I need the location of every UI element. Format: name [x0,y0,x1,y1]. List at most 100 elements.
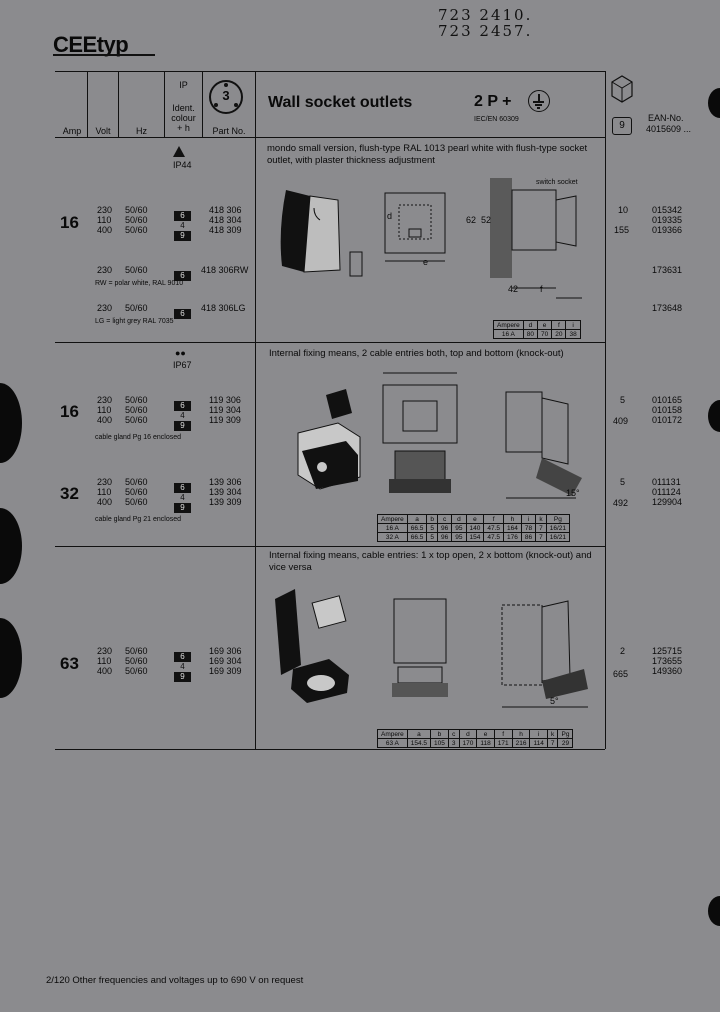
s1-rw-ean: 173631 [652,265,683,275]
s3-r1-part: 169 306 [209,646,242,656]
dim-cell: 66.5 [406,532,428,542]
s1-front-drawing [384,192,446,262]
dim-head: Pg [557,729,574,739]
dim-cell: 7 [535,523,547,533]
footer-note: 2/120 Other frequencies and voltages up … [46,975,304,986]
s1-rw-part: 418 306RW [201,265,249,275]
s1-dim-52: 52 [481,215,492,225]
s2-dimension-table: Ampere a b c d e f h i k Pg 16 A 66.5 5 … [377,514,571,542]
dim-cell: 16 A [377,523,408,533]
s2g2-r2-volt: 110 [97,487,112,497]
handwritten-note-2: 723 2457. [438,22,533,40]
s1-row2-colour: 4 [180,221,185,230]
s1-dim-f: f [540,284,543,294]
s3-product-photo [275,589,349,703]
drawing-column-divider [255,71,256,749]
s1-row3-part: 418 309 [209,225,242,235]
s2g1-r1-pack: 5 [620,395,626,405]
header-amp: Amp [62,126,82,136]
s2g2-r3-colour: 9 [174,503,191,513]
s2g2-r2-colour: 4 [180,493,185,502]
s2g2-r2-ean: 011124 [652,487,681,497]
s1-lg-hz: 50/60 [125,303,148,313]
header-bottom-rule [55,137,605,138]
s2g1-r1-hz: 50/60 [125,395,148,405]
s1-dim-d: d [387,211,393,221]
s2g1-r1-volt: 230 [97,395,113,405]
dim-head: k [546,729,559,739]
s3-r2-ean: 173655 [652,656,683,666]
earth-icon [528,90,550,112]
drawing-column-right [605,71,606,749]
s2g2-r3-hz: 50/60 [125,497,148,507]
s2-front-drawing [382,372,458,493]
dim-cell: 47.5 [483,523,505,533]
s3-r2-part: 169 304 [209,656,242,666]
dim-head: i [529,729,548,739]
s2g2-r1-part: 139 306 [209,477,242,487]
s2-side-drawing [505,391,582,499]
s1-row3-volt: 400 [97,225,113,235]
s2g2-r1-pack: 5 [620,477,626,487]
s1-row2-pack: 155 [614,225,630,235]
s1-row3-hz: 50/60 [125,225,148,235]
dim-head: f [493,729,513,739]
header-ip: IP [179,80,188,90]
binder-hole-shadow [0,383,22,463]
s3-angle-label: 5° [550,696,559,706]
s2g1-r2-part: 119 304 [209,405,241,415]
dim-cell: 38 [565,329,581,339]
s2g1-r2-pack: 409 [613,416,629,426]
s1-side-drawing [490,178,582,299]
s2g1-note: cable gland Pg 16 enclosed [95,434,182,441]
dim-cell: 96 [437,523,453,533]
dim-cell: 29 [557,738,574,748]
binder-hole-shadow [0,618,22,698]
dim-head: f [551,320,567,330]
s3-r3-hz: 50/60 [125,666,148,676]
s1-row1-pack: 10 [618,205,629,215]
dim-head: i [520,514,537,524]
s2-angle-label: 15° [566,488,580,498]
dim-head: Ampere [377,514,408,524]
dim-cell: 154.5 [406,738,432,748]
dim-head: d [451,514,467,524]
dim-cell: 80 [522,329,539,339]
dim-cell: 95 [451,532,467,542]
s3-r1-ean: 125715 [652,646,683,656]
header-part-no: Part No. [212,126,246,136]
dim-head: c [437,514,453,524]
binder-hole-shadow [708,400,720,432]
dim-head: d [458,729,478,739]
s2-group1-amp: 16 [60,402,79,421]
dim-head: b [426,514,439,524]
s2g2-r1-ean: 011131 [652,477,681,487]
section3-description: Internal fixing means, cable entries: 1 … [269,550,592,573]
page-title: Wall socket outlets [268,94,413,111]
dim-cell: 32 A [377,532,408,542]
binder-hole-shadow [708,896,720,926]
dim-head: c [447,729,460,739]
s1-row1-colour: 6 [174,211,191,221]
pin-dot [214,103,218,107]
dim-cell: 16/21 [545,532,571,542]
s2g1-r2-ean: 010158 [652,405,683,415]
s2g2-r1-volt: 230 [97,477,113,487]
pin-dot [234,103,238,107]
s2g2-r1-colour: 6 [174,483,191,493]
s3-r2-hz: 50/60 [125,656,148,666]
s1-lg-part: 418 306LG [201,303,246,313]
section1-ip: IP44 [173,160,192,170]
s2g1-r1-part: 119 306 [209,395,241,405]
s2g2-r3-volt: 400 [97,497,113,507]
package-icon [608,72,636,108]
s2g1-r2-volt: 110 [97,405,112,415]
s1-row3-ean: 019366 [652,225,683,235]
dim-head: a [406,514,428,524]
s2g1-r3-ean: 010172 [652,415,683,425]
dim-cell: 63 A [377,738,408,748]
s1-row3-colour: 9 [174,231,191,241]
s2g1-r2-hz: 50/60 [125,405,148,415]
s3-r1-colour: 6 [174,652,191,662]
s2g1-r3-colour: 9 [174,421,191,431]
